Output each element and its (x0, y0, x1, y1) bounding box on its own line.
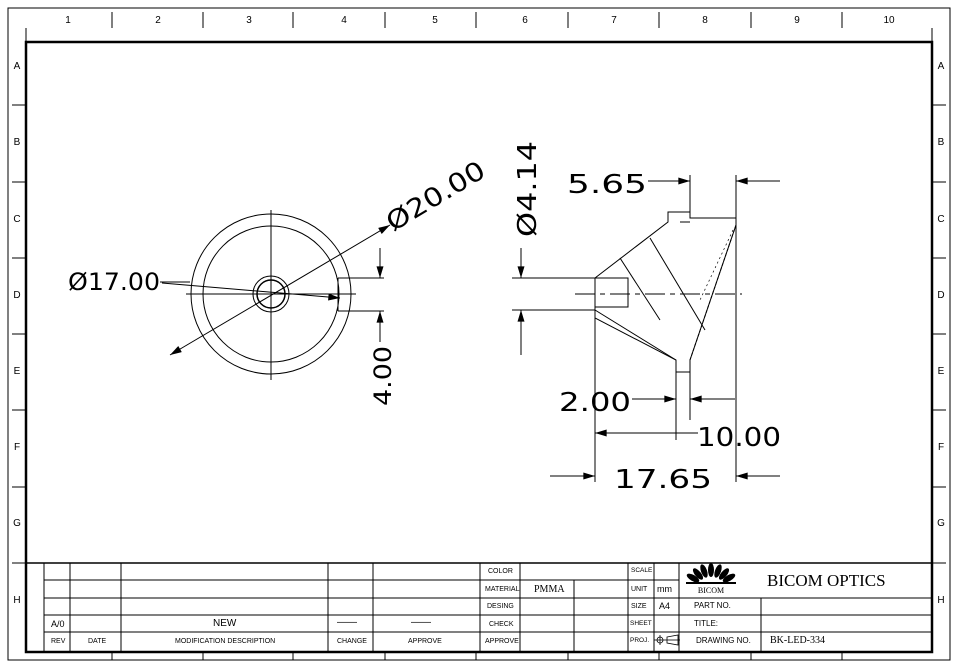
dim-inner-dia: Ø17.00 (68, 268, 160, 296)
title-block-grid (26, 562, 932, 652)
material-label: MATERIAL (485, 586, 520, 593)
description-value: NEW (213, 618, 237, 629)
bicom-logo: BICOM (686, 563, 736, 595)
dia20-leader (169, 224, 391, 356)
unit-label: UNIT (631, 586, 648, 593)
dim-overall-width: 17.65 (614, 465, 712, 495)
dim-hole-dia: Ø4.14 (513, 141, 543, 237)
check-label: CHECK (489, 621, 514, 628)
change-value: —— (337, 617, 357, 628)
row-label: E (938, 366, 945, 377)
col-label: 10 (883, 15, 895, 26)
dim-slot: 4.00 (369, 346, 397, 406)
material-value: PMMA (534, 584, 565, 595)
row-label: G (937, 518, 945, 529)
logo-text: BICOM (698, 586, 724, 595)
col-label: 7 (611, 15, 617, 26)
approve-label: APPROVE (485, 638, 519, 645)
date-header: DATE (88, 638, 107, 645)
change-header: CHANGE (337, 638, 367, 645)
row-label: B (14, 137, 21, 148)
side-view (512, 175, 780, 482)
dim-step: 2.00 (559, 388, 631, 418)
drawing-no-value: BK-LED-334 (770, 635, 825, 646)
col-label: 4 (341, 15, 347, 26)
row-label: C (937, 214, 944, 225)
size-label: SIZE (631, 603, 647, 610)
dim-mid-width: 10.00 (697, 423, 781, 453)
approve-header: APPROVE (408, 638, 442, 645)
row-label: B (938, 137, 945, 148)
dim-outer-dia: Ø20.00 (381, 156, 491, 238)
zone-ticks (12, 12, 946, 660)
inner-border (24, 40, 934, 654)
approve-value: —— (411, 617, 431, 628)
col-label: 9 (794, 15, 800, 26)
row-label: G (13, 518, 21, 529)
front-view (160, 210, 391, 380)
col-label: 5 (432, 15, 438, 26)
col-label: 8 (702, 15, 708, 26)
projection-symbol (654, 634, 680, 646)
sheet-label: SHEET (630, 620, 652, 627)
zone-labels: 1 2 3 4 5 6 7 8 9 10 A B C D E F G H A B… (13, 15, 945, 606)
scale-label: SCALE (631, 567, 653, 574)
col-label: 1 (65, 15, 71, 26)
row-label: D (937, 290, 944, 301)
color-label: COLOR (488, 568, 513, 575)
col-label: 6 (522, 15, 528, 26)
row-label: E (14, 366, 21, 377)
row-label: A (14, 61, 21, 72)
row-label: F (938, 442, 944, 453)
rev-value: A/0 (51, 619, 65, 629)
row-label: A (938, 61, 945, 72)
row-label: C (13, 214, 20, 225)
outer-border (7, 7, 951, 661)
row-label: H (937, 595, 944, 606)
company-name: BICOM OPTICS (767, 571, 886, 590)
part-no-label: PART NO. (694, 601, 731, 610)
row-label: D (13, 290, 20, 301)
col-label: 3 (246, 15, 252, 26)
description-header: MODIFICATION DESCRIPTION (175, 638, 276, 645)
dia17-leader (161, 282, 341, 301)
dim-top-width: 5.65 (567, 170, 647, 200)
title-label: TITLE: (694, 619, 719, 628)
unit-value: mm (657, 584, 672, 594)
row-label: F (14, 442, 20, 453)
drawing-no-label: DRAWING NO. (696, 636, 751, 645)
rev-header: REV (51, 638, 66, 645)
row-label: H (13, 595, 20, 606)
size-value: A4 (659, 601, 671, 611)
proj-label: PROJ. (630, 637, 650, 644)
col-label: 2 (155, 15, 161, 26)
desing-label: DESING (487, 603, 514, 610)
